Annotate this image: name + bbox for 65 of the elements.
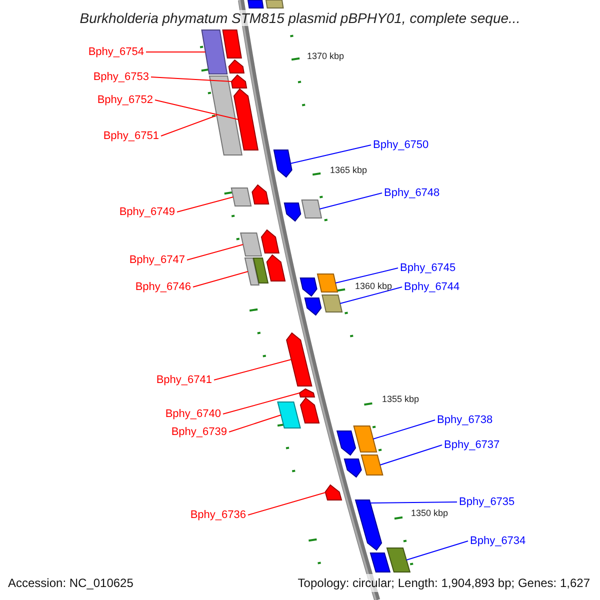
- leader-line: [370, 502, 458, 504]
- gene-block: [244, 258, 260, 286]
- leader-line: [150, 76, 232, 82]
- gene-pentagon: [300, 278, 318, 297]
- gene-label: Bphy_6751: [103, 129, 159, 143]
- gene-block: [240, 232, 262, 256]
- gene-block: [277, 402, 301, 428]
- scale-label: 1360 kbp: [355, 280, 392, 292]
- leader-line: [334, 268, 398, 284]
- leader-line: [176, 196, 234, 212]
- scale-label: 1365 kbp: [330, 164, 368, 176]
- gene-pentagon: [252, 184, 270, 204]
- gene-pentagon: [273, 150, 292, 178]
- scale-label: 1370 kbp: [307, 50, 344, 62]
- gene-label: Bphy_6752: [97, 93, 153, 107]
- leader-line: [222, 392, 300, 414]
- leader-line: [372, 420, 436, 440]
- gene-label: Bphy_6739: [171, 425, 227, 439]
- gene-block: [301, 200, 322, 218]
- gene-label: Bphy_6748: [384, 186, 440, 200]
- gene-label: Bphy_6753: [93, 70, 149, 84]
- gene-label: Bphy_6735: [459, 495, 515, 509]
- scale-label: 1350 kbp: [411, 507, 448, 519]
- leader-line: [319, 192, 382, 210]
- leader-line: [192, 271, 248, 288]
- gene-label: Bphy_6736: [190, 508, 246, 522]
- gene-block: [353, 426, 378, 452]
- gene-block: [201, 30, 228, 74]
- gene-block: [360, 454, 384, 476]
- leader-line: [290, 144, 372, 164]
- gene-label: Bphy_6740: [165, 407, 221, 421]
- gene-pentagon: [354, 500, 382, 551]
- gene-label: Bphy_6734: [470, 534, 526, 548]
- gene-label: Bphy_6737: [444, 438, 500, 452]
- gene-pentagon: [344, 458, 362, 478]
- leader-line: [380, 444, 442, 466]
- leader-line: [186, 244, 244, 260]
- gene-label: Bphy_6754: [88, 45, 144, 59]
- scale-label: 1355 kbp: [382, 393, 420, 405]
- leader-line: [160, 115, 217, 136]
- gene-block: [316, 274, 338, 292]
- leader-line: [214, 359, 292, 380]
- leader-line: [248, 492, 326, 516]
- gene-block: [322, 294, 343, 312]
- gene-label: Bphy_6738: [437, 413, 493, 427]
- gene-pentagon: [324, 484, 342, 500]
- gene-label: Bphy_6745: [400, 261, 456, 275]
- gene-pentagon: [266, 254, 286, 282]
- gene-label: Bphy_6750: [373, 138, 429, 152]
- gene-block: [252, 258, 269, 284]
- gene-label: Bphy_6747: [129, 253, 185, 267]
- gene-block: [230, 188, 252, 206]
- gene-label: Bphy_6741: [156, 373, 212, 387]
- leader-line: [406, 540, 468, 560]
- gene-label: Bphy_6746: [135, 280, 191, 294]
- leader-line: [154, 100, 239, 120]
- gene-label: Bphy_6749: [119, 205, 175, 219]
- gene-label: Bphy_6744: [404, 280, 460, 294]
- gene-pentagon: [304, 298, 322, 316]
- leader-line: [228, 414, 282, 432]
- gene-block: [208, 76, 242, 156]
- gene-pentagon: [260, 229, 280, 254]
- gene-pentagon: [284, 202, 302, 222]
- gene-pentagon: [336, 430, 356, 456]
- leader-line: [340, 286, 402, 304]
